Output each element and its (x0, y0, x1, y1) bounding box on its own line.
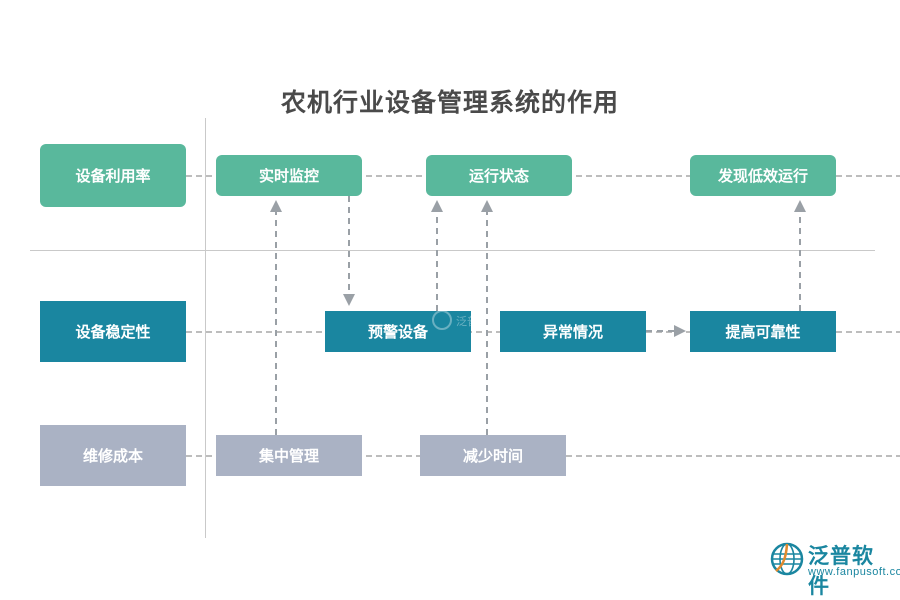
node-label: 维修成本 (82, 448, 143, 465)
node-label: 异常情况 (542, 324, 603, 341)
node-label: 设备稳定性 (75, 324, 151, 341)
page-title: 农机行业设备管理系统的作用 (280, 89, 619, 117)
node-label: 预警设备 (367, 324, 428, 341)
node-early-warning-device[interactable]: 预警设备 (325, 311, 471, 352)
node-running-status[interactable]: 运行状态 (426, 155, 572, 196)
globe-icon (770, 542, 804, 576)
node-label: 设备利用率 (75, 168, 151, 185)
node-label: 运行状态 (468, 168, 529, 185)
node-improve-reliability[interactable]: 提高可靠性 (690, 311, 836, 352)
node-label: 提高可靠性 (725, 324, 801, 341)
horizontal-divider-top (30, 250, 875, 251)
brand-logo: 泛普软件 www.fanpusoft.com (770, 540, 900, 598)
node-equipment-stability[interactable]: 设备稳定性 (40, 301, 186, 362)
node-utilization-rate[interactable]: 设备利用率 (40, 144, 186, 207)
svg-text:泛普: 泛普 (456, 314, 478, 328)
node-label: 集中管理 (258, 448, 319, 465)
node-abnormal-situation[interactable]: 异常情况 (500, 311, 646, 352)
node-label: 实时监控 (258, 168, 319, 185)
node-maintenance-cost[interactable]: 维修成本 (40, 425, 186, 486)
node-realtime-monitor[interactable]: 实时监控 (216, 155, 362, 196)
node-label: 减少时间 (462, 448, 523, 465)
node-centralized-management[interactable]: 集中管理 (216, 435, 362, 476)
center-watermark: 泛普 (432, 310, 478, 330)
node-detect-low-efficiency[interactable]: 发现低效运行 (690, 155, 836, 196)
node-reduce-time[interactable]: 减少时间 (420, 435, 566, 476)
node-label: 发现低效运行 (717, 168, 808, 185)
logo-text: 泛普软件 (808, 545, 874, 598)
vertical-divider-left (205, 118, 206, 538)
logo-subtext: www.fanpusoft.com (808, 566, 900, 578)
